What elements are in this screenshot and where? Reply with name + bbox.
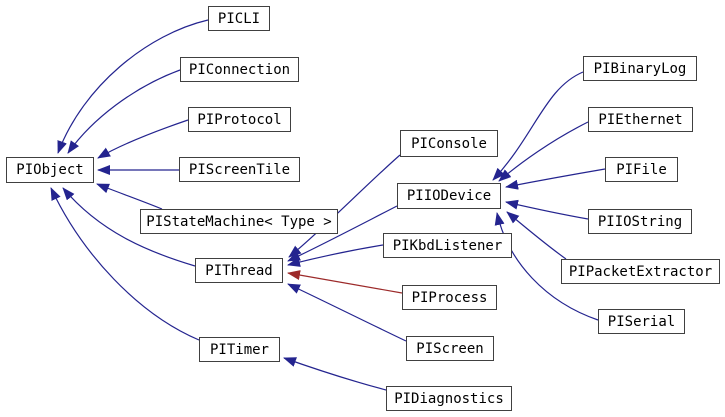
class-node-piobject[interactable]: PIObject (6, 157, 94, 183)
class-node-picli[interactable]: PICLI (208, 6, 270, 31)
edge-piconsole-to-pithread (288, 154, 401, 258)
edge-piscreen-to-pithread (287, 283, 407, 342)
class-node-pibinarylog[interactable]: PIBinaryLog (583, 56, 697, 81)
class-node-pikbdlistener[interactable]: PIKbdListener (383, 233, 512, 258)
class-node-piconsole[interactable]: PIConsole (400, 130, 498, 157)
edge-pipacketextractor-to-piiodevice (506, 211, 567, 260)
class-node-pithread[interactable]: PIThread (195, 258, 283, 283)
class-node-piiostring[interactable]: PIIOString (588, 209, 692, 234)
edge-piserial-to-piiodevice (494, 212, 599, 321)
class-node-piiodevice[interactable]: PIIODevice (397, 183, 501, 209)
class-node-piprotocol[interactable]: PIProtocol (188, 107, 291, 132)
class-node-pifile[interactable]: PIFile (605, 157, 678, 182)
edge-piiodevice-to-pithread (287, 205, 398, 262)
edge-piconnection-to-piobject (67, 69, 181, 154)
class-node-piethernet[interactable]: PIEthernet (588, 107, 693, 132)
class-node-pipacketextractor[interactable]: PIPacketExtractor (561, 259, 720, 284)
class-node-piconnection[interactable]: PIConnection (180, 57, 299, 82)
edge-pibinarylog-to-piiodevice (492, 71, 584, 181)
class-node-piscreentile[interactable]: PIScreenTile (179, 157, 300, 182)
edge-pithread-to-piobject (62, 187, 196, 267)
edge-piprocess-to-pithread (287, 270, 403, 294)
class-node-piprocess[interactable]: PIProcess (402, 285, 497, 310)
edge-pifile-to-piiodevice (505, 168, 606, 190)
edge-pistatemachine-to-piobject (96, 183, 163, 210)
class-node-piserial[interactable]: PISerial (598, 309, 685, 334)
class-node-pitimer[interactable]: PITimer (199, 337, 280, 362)
edge-pidiagnostics-to-pitimer (283, 357, 387, 391)
edge-piprotocol-to-piobject (97, 119, 189, 159)
class-node-pistatemachine[interactable]: PIStateMachine< Type > (140, 209, 338, 234)
class-node-pidiagnostics[interactable]: PIDiagnostics (386, 386, 512, 411)
class-node-piscreen[interactable]: PIScreen (406, 336, 494, 361)
edge-piethernet-to-piiodevice (498, 121, 589, 182)
edge-pikbdlistener-to-pithread (287, 244, 384, 267)
edge-picli-to-piobject (57, 19, 209, 154)
edge-piiostring-to-piiodevice (505, 199, 589, 220)
edge-pitimer-to-piobject (50, 187, 200, 341)
